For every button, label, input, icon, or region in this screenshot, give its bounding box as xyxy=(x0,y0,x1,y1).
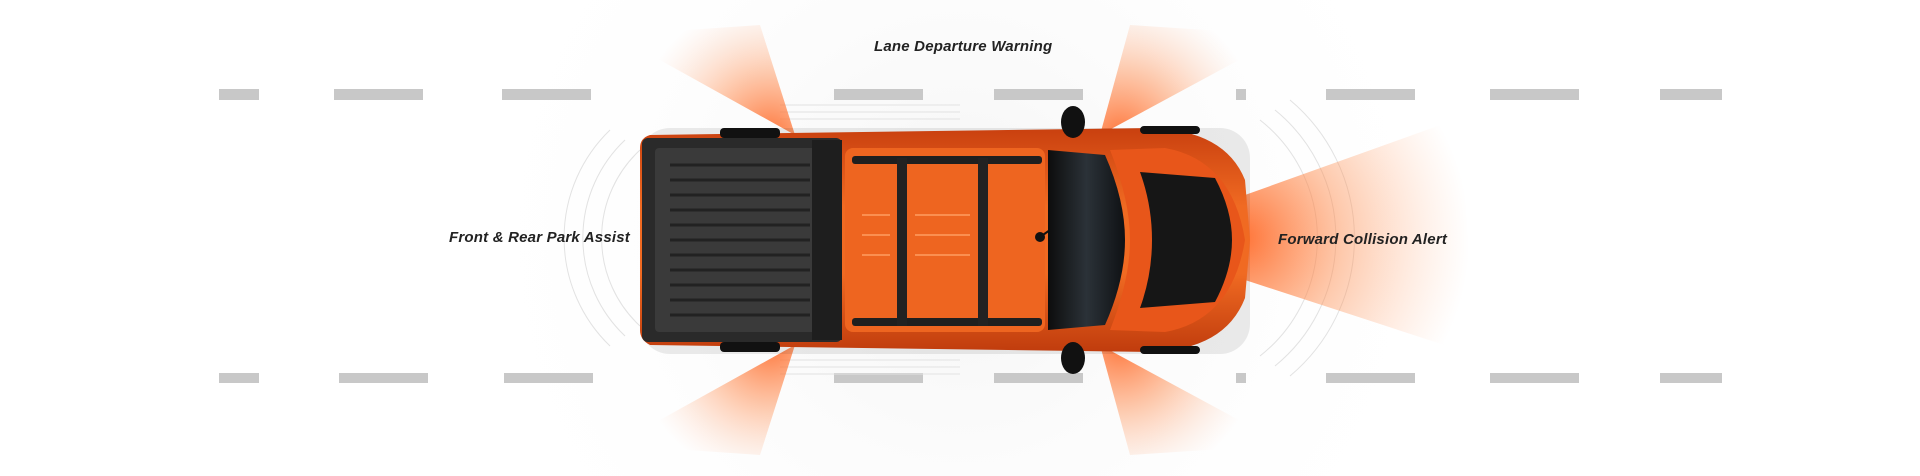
front-right-top-beam xyxy=(1100,25,1285,135)
sensor-wave-lines xyxy=(563,99,1355,377)
lane-departure-warning-label: Lane Departure Warning xyxy=(874,38,1053,55)
windshield xyxy=(1048,150,1125,330)
pickup-truck-top-view xyxy=(640,106,1250,374)
crossbar-rear xyxy=(897,158,907,326)
bed-ribs xyxy=(670,163,810,317)
lane-markings-top xyxy=(219,89,1722,100)
hood-stripe xyxy=(1140,172,1232,308)
crossbar-front xyxy=(978,158,988,326)
mirror-left xyxy=(1061,106,1085,138)
forward-collision-beam xyxy=(1245,118,1475,355)
lane-markings-bottom xyxy=(219,373,1722,383)
front-right-bottom-beam xyxy=(1100,345,1285,455)
roof-rail-right xyxy=(852,318,1042,326)
park-assist-label: Front & Rear Park Assist xyxy=(449,229,630,246)
rear-left-bottom-beam xyxy=(615,345,795,455)
sensor-beams xyxy=(615,25,1475,455)
roof-rail-left xyxy=(852,156,1042,164)
forward-collision-alert-label: Forward Collision Alert xyxy=(1278,231,1448,248)
cab-roof xyxy=(845,148,1045,332)
mirror-right xyxy=(1061,342,1085,374)
rear-left-top-beam xyxy=(615,25,795,135)
